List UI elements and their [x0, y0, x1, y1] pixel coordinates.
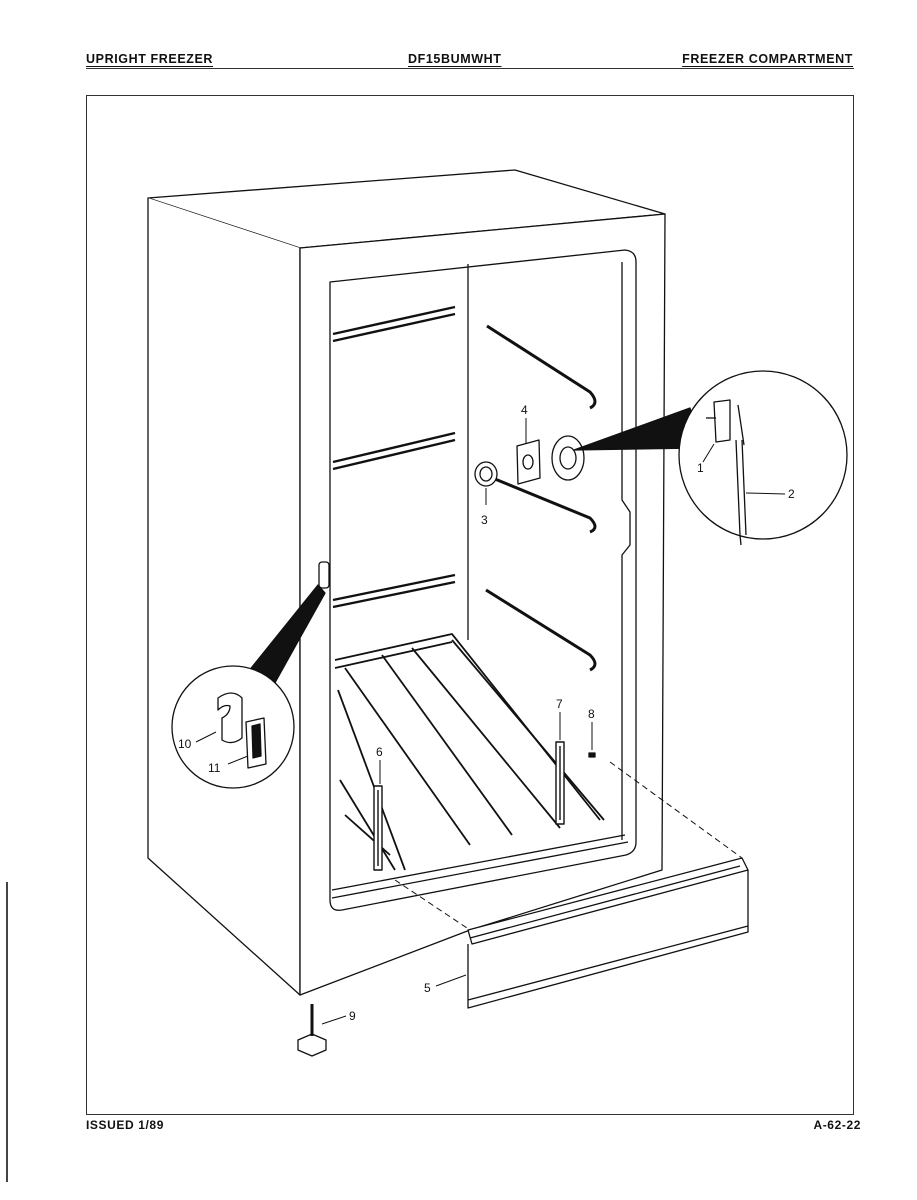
callout-leaders: [195, 418, 786, 1025]
callout-3: 3: [481, 513, 488, 527]
diagram-frame: [86, 95, 854, 1115]
scan-edge-mark: [6, 882, 8, 1182]
footer-issued: ISSUED 1/89: [86, 1118, 164, 1132]
header-model-number: DF15BUMWHT: [408, 52, 502, 66]
callout-4: 4: [521, 403, 528, 417]
callout-labels: 1 2 3 4 5 6 7 8 9 10 11: [178, 403, 795, 1023]
callout-9: 9: [349, 1009, 356, 1023]
footer-page-code: A-62-22: [813, 1118, 861, 1132]
bracket-4: [516, 439, 541, 485]
shelf-support-6: [373, 785, 383, 871]
callout-8: 8: [588, 707, 595, 721]
switch-part-10: [217, 692, 243, 744]
callout-5: 5: [424, 981, 431, 995]
thermostat-mount: [551, 435, 585, 481]
callout-6: 6: [376, 745, 383, 759]
thermostat-knob-3: [474, 461, 498, 487]
callout-2: 2: [788, 487, 795, 501]
left-shelf-rails: [332, 305, 456, 609]
callout-1: 1: [697, 461, 704, 475]
header-title-left: UPRIGHT FREEZER: [86, 52, 214, 66]
screw-8: [588, 752, 596, 758]
cabinet-body: [147, 169, 666, 996]
header-rule: [86, 68, 854, 69]
right-shelf-rails: [485, 324, 597, 672]
assembly-guide-lines: [394, 761, 743, 931]
callout-7: 7: [556, 697, 563, 711]
callout-11: 11: [208, 761, 221, 775]
light-switch-housing: [318, 561, 330, 589]
thermostat-detail-circle: [678, 370, 848, 540]
thermostat-part-1: [706, 399, 745, 446]
capillary-tube-2: [735, 439, 747, 546]
shelf-support-7: [555, 741, 565, 825]
switch-part-11: [245, 717, 267, 769]
grille-part-5: [467, 857, 749, 1009]
callout-10: 10: [178, 737, 192, 751]
compartment-opening: [329, 249, 637, 911]
header-title-right: FREEZER COMPARTMENT: [682, 52, 853, 66]
floor-wire-rack: [334, 633, 605, 871]
leveling-leg-9: [297, 1004, 327, 1057]
